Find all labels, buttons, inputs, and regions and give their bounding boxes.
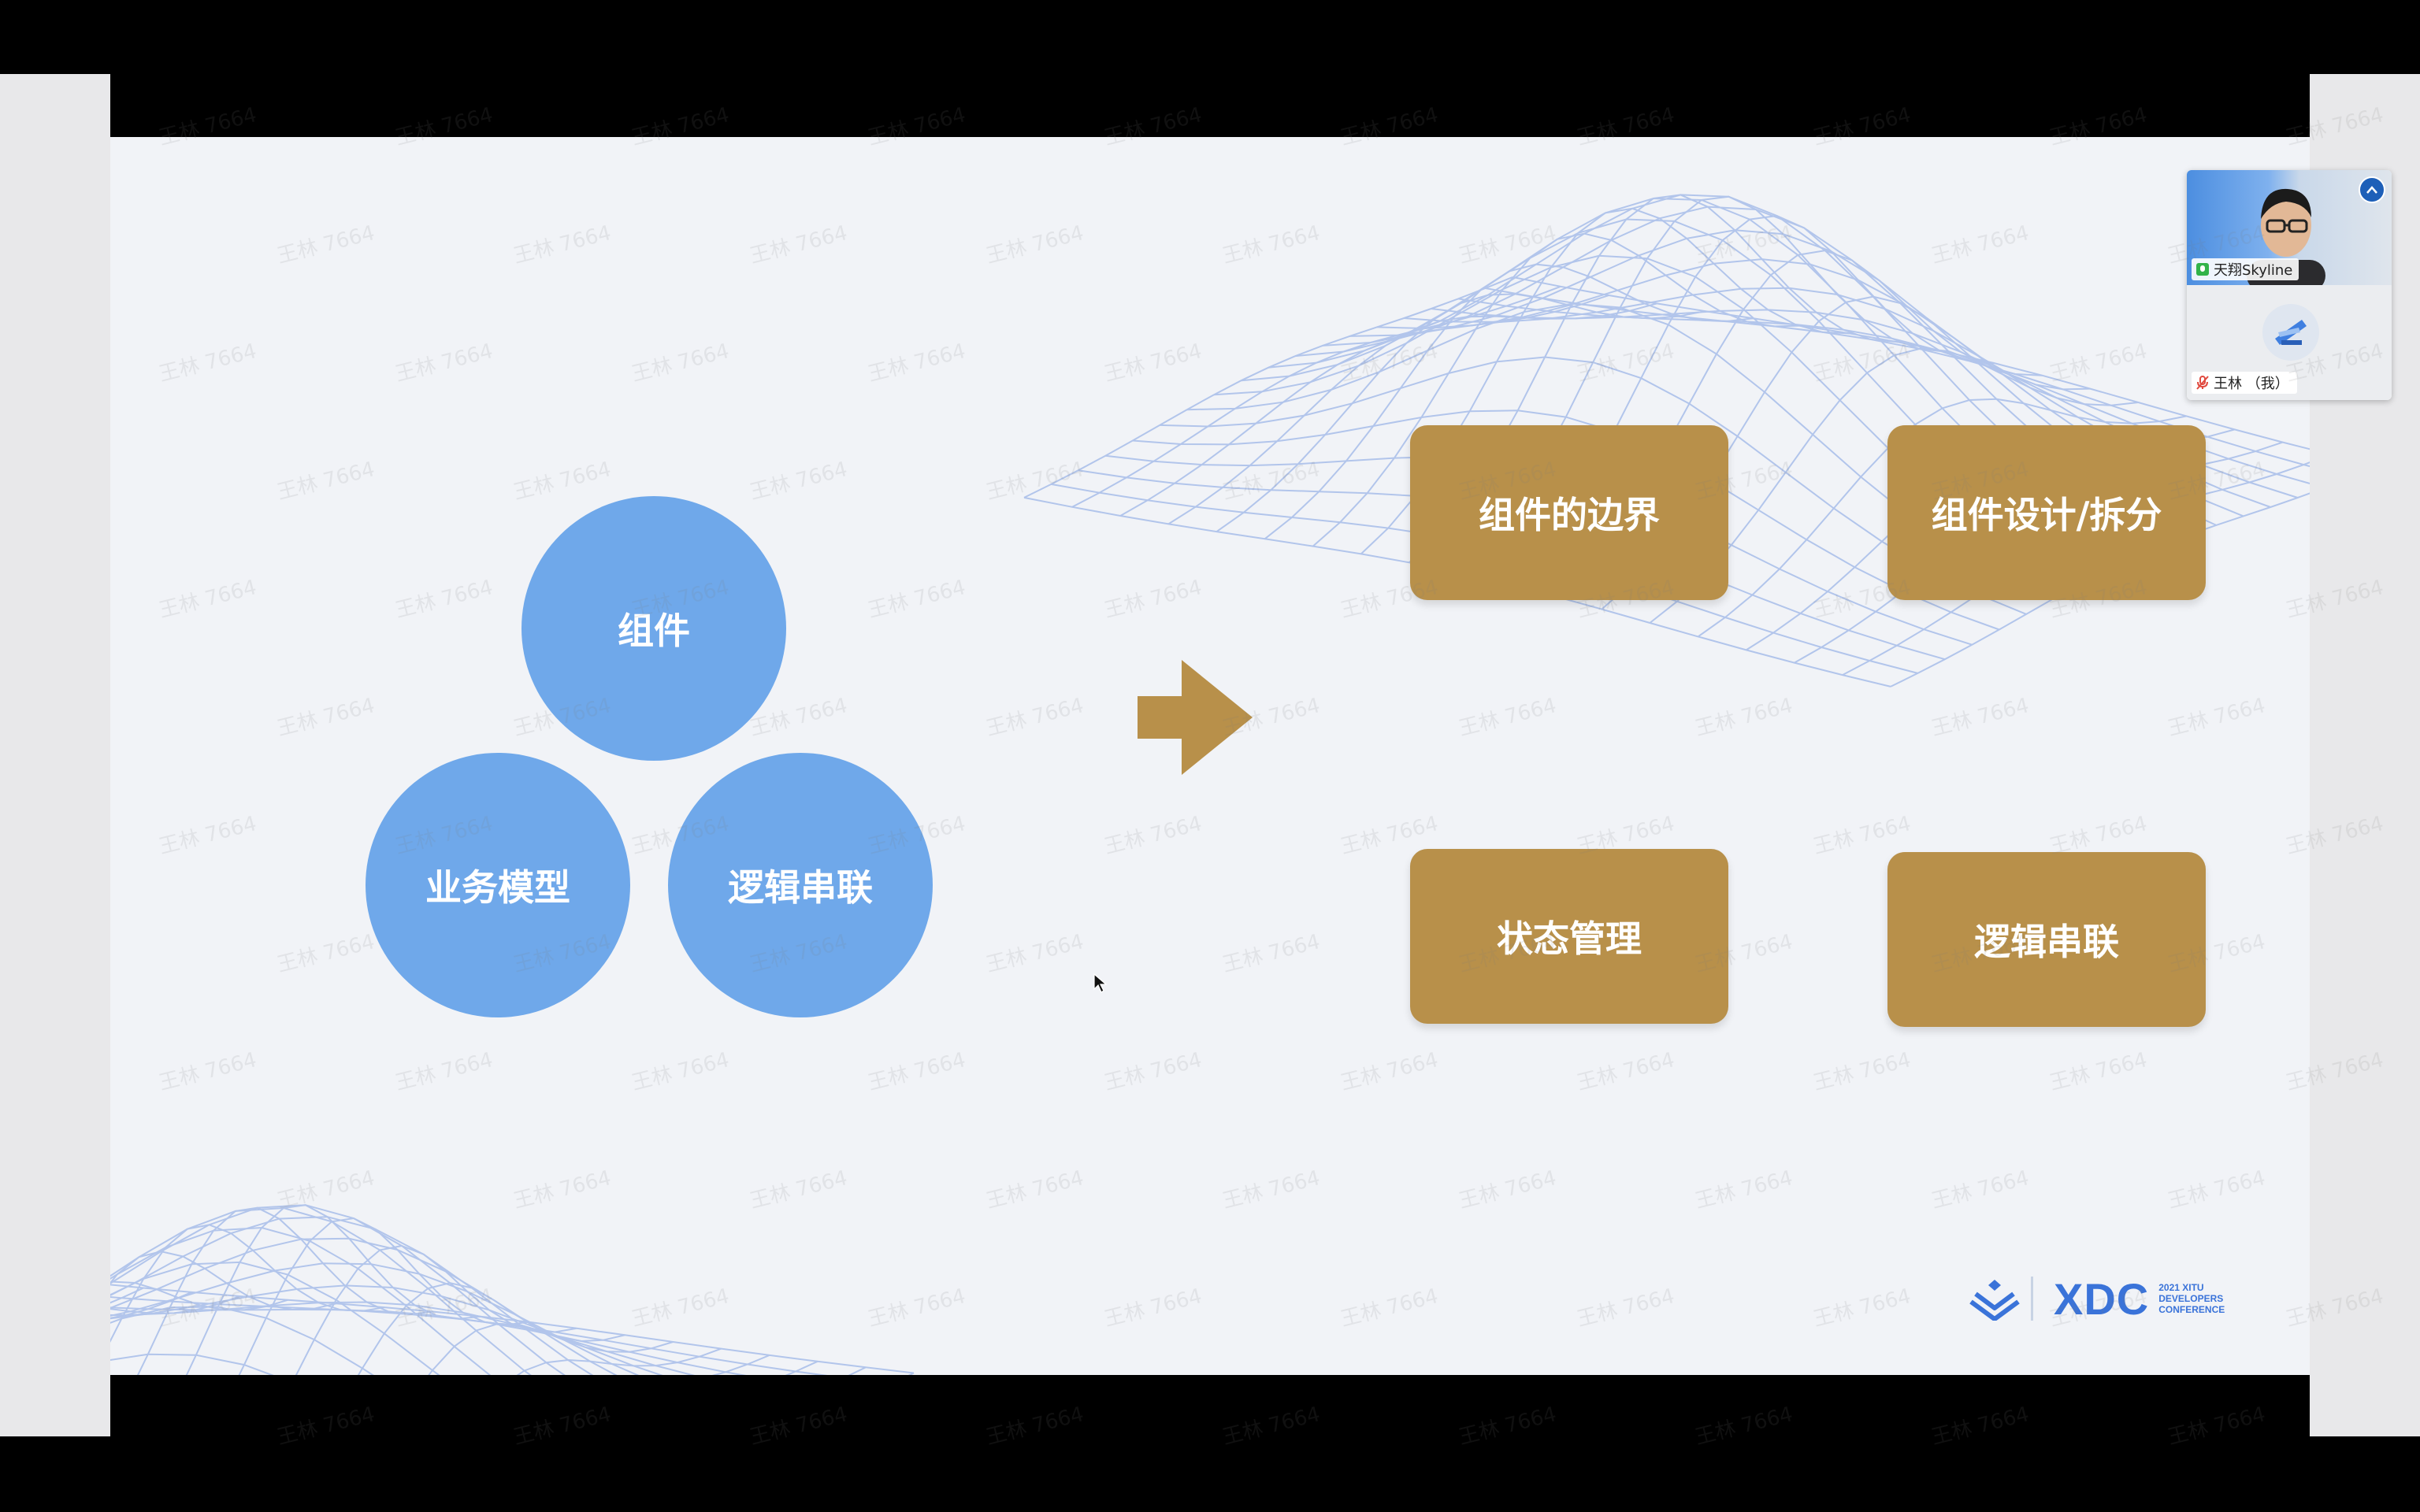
mesh-line [110,1262,640,1375]
participant-name: 王林 （我） [2214,376,2289,392]
mesh-line [110,1204,566,1375]
box-component-boundary: 组件的边界 [1410,425,1728,600]
circle-components: 组件 [521,496,786,761]
chevron-up-icon [2366,186,2377,194]
circle-label: 业务模型 [425,866,570,909]
participant-name-tag: 王林 （我） [2192,372,2297,394]
mesh-line [110,1306,747,1375]
circle-logic-chain: 逻辑串联 [668,753,933,1017]
logo-subtitle-line: 2021 XITU [2158,1282,2204,1293]
logo-subtitle-line: DEVELOPERS [2158,1293,2224,1304]
mesh-line [110,1284,915,1374]
letterbox-bottom [110,1375,2310,1436]
participant-name-tag: 天翔Skyline [2192,258,2299,280]
shared-slide: 组件 业务模型 逻辑串联 组件的边界 组件设计/拆分 状态管理 逻辑串联 [110,137,2310,1375]
right-arrow-icon [1138,660,1253,775]
mesh-line [110,1295,828,1375]
logo-separator [2031,1277,2033,1321]
participant-video-tile[interactable]: 天翔Skyline [2187,170,2392,285]
logo-name: XDC [2054,1273,2150,1324]
mesh-line [110,1301,696,1375]
box-label: 逻辑串联 [1974,921,2119,963]
circle-label: 组件 [618,610,690,652]
mesh-line [1485,287,2310,468]
avatar-image [2275,320,2307,345]
participant-video-panel[interactable]: 天翔Skyline 王林 （我） [2187,170,2392,400]
box-label: 组件的边界 [1479,494,1660,536]
circle-business-model: 业务模型 [366,753,630,1017]
mic-muted-icon [2196,376,2209,390]
left-margin [0,74,110,1436]
logo-subtitle: 2021 XITU DEVELOPERS CONFERENCE [2158,1282,2225,1315]
letterbox-top [110,74,2310,137]
mesh-line [1512,276,2310,450]
box-logic-chain: 逻辑串联 [1887,852,2206,1027]
box-component-design: 组件设计/拆分 [1887,425,2206,600]
mesh-line [110,1237,618,1375]
avatar [2262,304,2319,361]
mouse-pointer-icon [1093,973,1108,993]
mesh-line [516,1347,722,1375]
juejin-logo-icon [1969,1280,2020,1321]
mesh-line [428,1322,674,1375]
mesh-line [110,1216,594,1375]
box-label: 状态管理 [1497,917,1642,960]
mesh-line [110,1284,663,1375]
circle-label: 逻辑串联 [728,866,873,909]
participant-name: 天翔Skyline [2214,262,2293,279]
mesh-line [110,1291,192,1319]
mic-on-icon [2196,263,2209,276]
collapse-panel-button[interactable] [2359,176,2385,203]
xdc-logo: XDC 2021 XITU DEVELOPERS CONFERENCE [1969,1271,2253,1326]
logo-subtitle-line: CONFERENCE [2158,1304,2225,1315]
mesh-line [238,1217,529,1375]
mesh-line [110,1206,532,1375]
box-label: 组件设计/拆分 [1931,494,2162,536]
participant-avatar-tile[interactable]: 王林 （我） [2187,285,2392,400]
box-state-management: 状态管理 [1410,849,1728,1024]
